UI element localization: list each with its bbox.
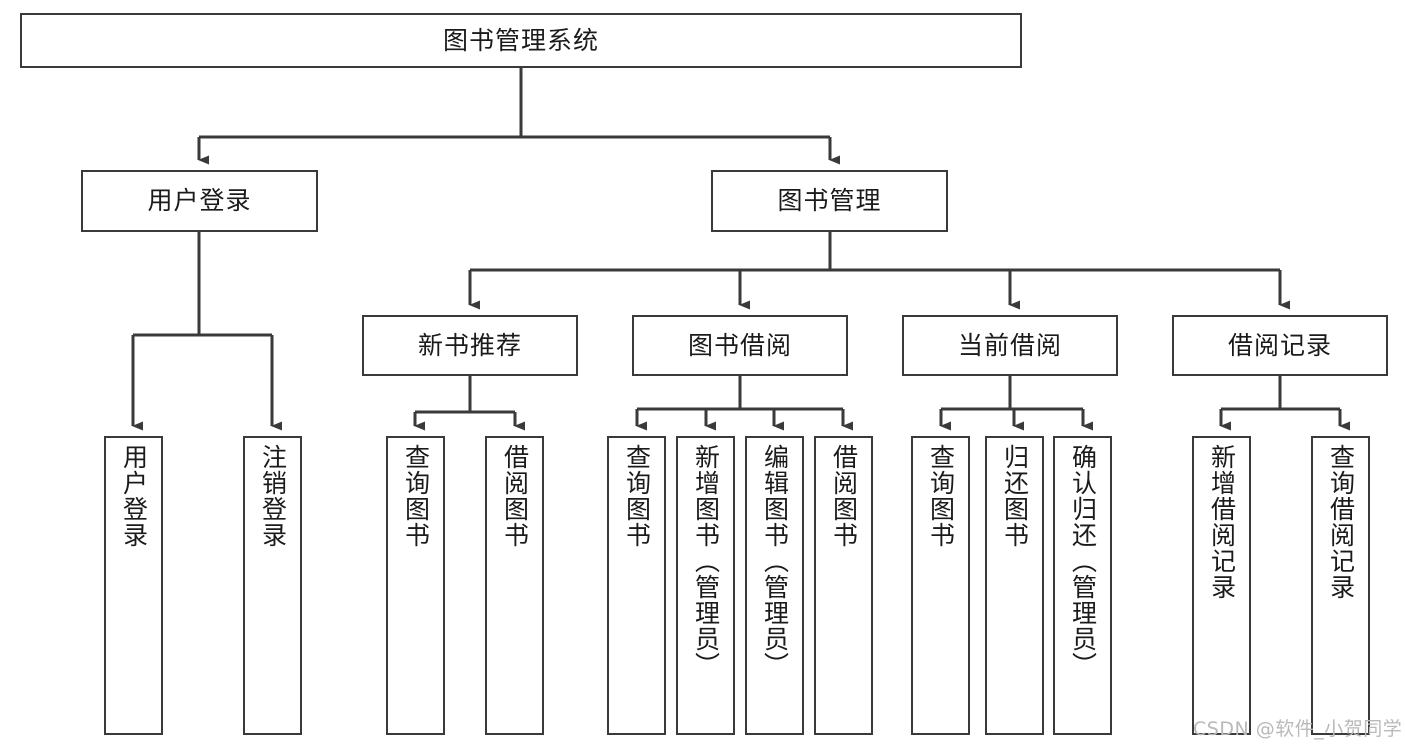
node-label: 新书推荐 bbox=[417, 330, 522, 360]
node-label: 借阅记录 bbox=[1227, 330, 1332, 360]
node-label: 借阅图书 bbox=[829, 444, 859, 548]
leaf-query-borrow-record[interactable]: 查询借阅记录 bbox=[1311, 436, 1370, 735]
node-book-borrow[interactable]: 图书借阅 bbox=[632, 315, 848, 376]
leaf-borrow-book-recommend[interactable]: 借阅图书 bbox=[485, 436, 544, 735]
node-label: 图书管理 bbox=[777, 186, 882, 215]
node-label: 新增借阅记录 bbox=[1207, 444, 1237, 600]
node-label: 确认归还（管理员） bbox=[1068, 444, 1098, 678]
csdn-watermark: CSDN @软件_小贺同学 bbox=[1193, 718, 1403, 740]
leaf-query-book-recommend[interactable]: 查询图书 bbox=[386, 436, 445, 735]
node-borrow-record[interactable]: 借阅记录 bbox=[1172, 315, 1388, 376]
node-label: 图书借阅 bbox=[687, 330, 792, 360]
node-label: 查询图书 bbox=[622, 444, 652, 548]
node-label: 新增图书（管理员） bbox=[691, 444, 721, 678]
node-current-borrow[interactable]: 当前借阅 bbox=[902, 315, 1118, 376]
node-label: 图书管理系统 bbox=[442, 25, 599, 55]
leaf-add-borrow-record[interactable]: 新增借阅记录 bbox=[1192, 436, 1251, 735]
node-user-login[interactable]: 用户登录 bbox=[81, 170, 318, 232]
node-label: 查询借阅记录 bbox=[1326, 444, 1356, 600]
node-book-management[interactable]: 图书管理 bbox=[711, 170, 948, 232]
node-label: 借阅图书 bbox=[500, 444, 530, 548]
node-label: 查询图书 bbox=[926, 444, 956, 548]
leaf-query-book-borrow[interactable]: 查询图书 bbox=[607, 436, 666, 735]
node-label: 归还图书 bbox=[1000, 444, 1030, 548]
leaf-borrow-book[interactable]: 借阅图书 bbox=[814, 436, 873, 735]
leaf-logout[interactable]: 注销登录 bbox=[243, 436, 302, 735]
node-label: 注销登录 bbox=[258, 444, 288, 548]
leaf-return-book[interactable]: 归还图书 bbox=[985, 436, 1044, 735]
node-label: 当前借阅 bbox=[957, 330, 1062, 360]
node-new-book-recommend[interactable]: 新书推荐 bbox=[362, 315, 578, 376]
node-root-system[interactable]: 图书管理系统 bbox=[20, 13, 1022, 68]
leaf-query-book-current[interactable]: 查询图书 bbox=[911, 436, 970, 735]
node-label: 查询图书 bbox=[401, 444, 431, 548]
node-label: 用户登录 bbox=[119, 444, 149, 548]
node-label: 编辑图书（管理员） bbox=[760, 444, 790, 678]
leaf-confirm-return-admin[interactable]: 确认归还（管理员） bbox=[1053, 436, 1112, 735]
leaf-user-login[interactable]: 用户登录 bbox=[104, 436, 163, 735]
node-label: 用户登录 bbox=[147, 186, 252, 215]
leaf-add-book-admin[interactable]: 新增图书（管理员） bbox=[676, 436, 735, 735]
leaf-edit-book-admin[interactable]: 编辑图书（管理员） bbox=[745, 436, 804, 735]
